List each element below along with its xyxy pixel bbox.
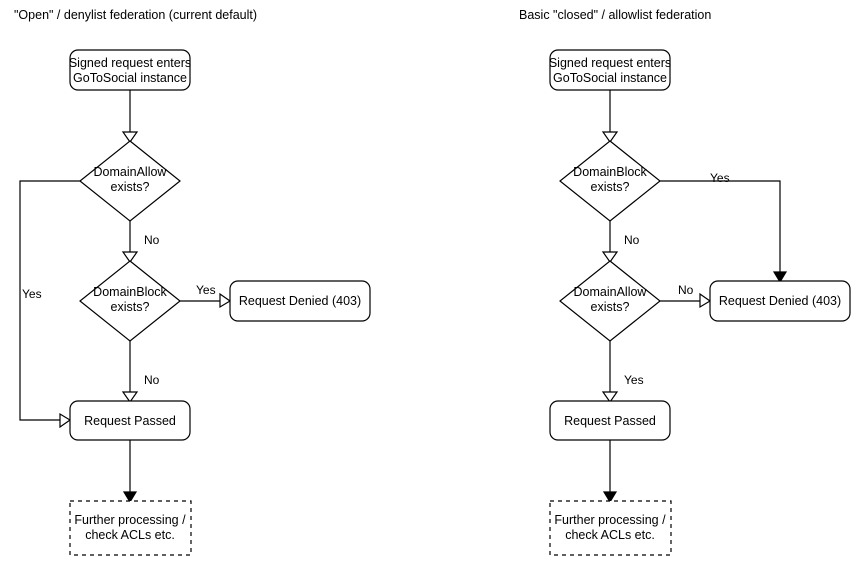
left-flow-group: "Open" / denylist federation (current de… bbox=[14, 8, 371, 556]
right-edge-block-yes bbox=[660, 180, 781, 272]
left-decision-domainallow-label-line1: DomainAllow bbox=[94, 165, 168, 179]
left-edge-label-block-no: No bbox=[144, 373, 160, 387]
right-entry-label-line2: GoToSocial instance bbox=[553, 71, 667, 85]
left-edge-label-allow-no: No bbox=[144, 233, 160, 247]
right-request-passed-label: Request Passed bbox=[564, 414, 656, 428]
left-entry-label-line1: Signed request enters bbox=[69, 56, 191, 70]
right-edge-label-allow-no: No bbox=[678, 283, 694, 297]
left-arrowhead-entry-to-allow bbox=[121, 131, 139, 144]
left-edge-label-block-yes: Yes bbox=[196, 283, 216, 297]
left-arrowhead-passed-to-further bbox=[122, 491, 138, 504]
right-further-processing-label-line1: Further processing / bbox=[554, 513, 666, 527]
left-further-processing-label-line1: Further processing / bbox=[74, 513, 186, 527]
right-entry-label-line1: Signed request enters bbox=[549, 56, 671, 70]
right-flow-group: Basic "closed" / allowlist federation Si… bbox=[519, 8, 851, 556]
left-entry-label-line2: GoToSocial instance bbox=[73, 71, 187, 85]
left-decision-domainblock-label-line2: exists? bbox=[111, 300, 150, 314]
right-arrowhead-block-yes bbox=[772, 271, 788, 284]
left-request-passed-label: Request Passed bbox=[84, 414, 176, 428]
left-decision-domainallow-label-line2: exists? bbox=[111, 180, 150, 194]
right-arrowhead-passed-to-further bbox=[602, 491, 618, 504]
right-request-denied-box[interactable] bbox=[709, 280, 851, 322]
right-further-processing-box[interactable] bbox=[549, 500, 672, 556]
right-request-denied-label: Request Denied (403) bbox=[719, 294, 841, 308]
left-flow-title: "Open" / denylist federation (current de… bbox=[14, 8, 257, 22]
right-decision-domainblock-label-line1: DomainBlock bbox=[573, 165, 647, 179]
right-edge-label-block-yes: Yes bbox=[710, 171, 730, 185]
left-request-denied-box[interactable] bbox=[229, 280, 371, 322]
left-arrowhead-allow-yes bbox=[59, 412, 72, 429]
left-request-denied-label: Request Denied (403) bbox=[239, 294, 361, 308]
right-arrowhead-entry-to-block bbox=[601, 131, 619, 144]
right-decision-domainallow-label-line1: DomainAllow bbox=[574, 285, 648, 299]
right-edge-label-block-no: No bbox=[624, 233, 640, 247]
left-arrowhead-block-yes bbox=[219, 292, 232, 309]
right-decision-domainallow-label-line2: exists? bbox=[591, 300, 630, 314]
right-arrowhead-allow-yes bbox=[601, 391, 619, 404]
right-edge-label-allow-yes: Yes bbox=[624, 373, 644, 387]
right-decision-domainblock-label-line2: exists? bbox=[591, 180, 630, 194]
right-flow-title: Basic "closed" / allowlist federation bbox=[519, 8, 711, 22]
right-arrowhead-block-no bbox=[601, 251, 619, 264]
left-arrowhead-block-no bbox=[121, 391, 139, 404]
right-further-processing-label-line2: check ACLs etc. bbox=[565, 528, 655, 542]
left-edge-label-allow-yes: Yes bbox=[22, 287, 42, 301]
left-edge-allow-yes bbox=[19, 180, 80, 421]
left-arrowhead-allow-no bbox=[121, 251, 139, 264]
left-further-processing-label-line2: check ACLs etc. bbox=[85, 528, 175, 542]
left-further-processing-box[interactable] bbox=[69, 500, 192, 556]
right-arrowhead-allow-no bbox=[699, 292, 712, 309]
left-decision-domainblock-label-line1: DomainBlock bbox=[93, 285, 167, 299]
